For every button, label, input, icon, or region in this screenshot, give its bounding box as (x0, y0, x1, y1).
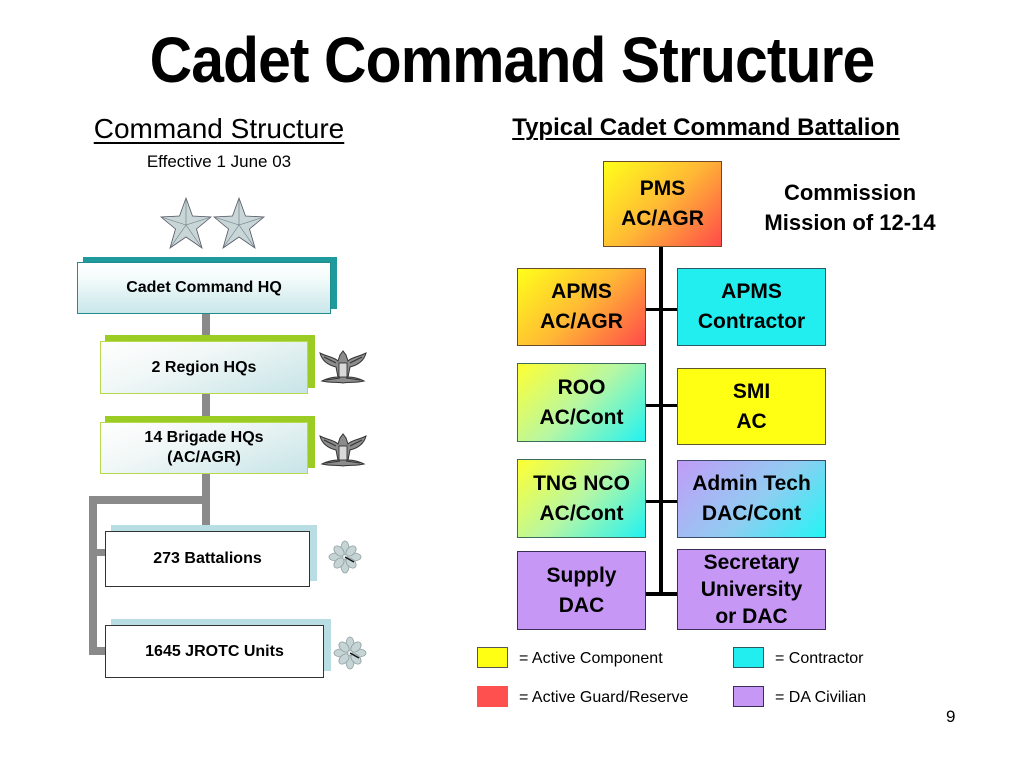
battalion-branch-3 (646, 500, 677, 503)
connector-branch-vertical (89, 496, 97, 655)
secretary-line-1: Secretary (703, 551, 800, 574)
supply-line-1: Supply (546, 563, 617, 587)
two-star-insignia-icon (159, 196, 266, 249)
battalions-label: 273 Battalions (153, 550, 262, 567)
apms-agr-line-1: APMS (551, 280, 612, 303)
cadet-command-hq-box: Cadet Command HQ (77, 262, 331, 314)
slide-title: Cadet Command Structure (149, 24, 876, 96)
apms-agr-box: APMS AC/AGR (517, 268, 646, 346)
jrotc-units-box: 1645 JROTC Units (105, 625, 324, 678)
supply-box: Supply DAC (517, 551, 646, 630)
commission-mission: Commission Mission of 12-14 (740, 178, 960, 238)
page-number: 9 (946, 707, 956, 726)
admin-tech-box: Admin Tech DAC/Cont (677, 460, 826, 538)
colonel-eagle-icon (319, 350, 367, 384)
supply-line-2: DAC (558, 593, 605, 617)
effective-date: Effective 1 June 03 (146, 152, 292, 171)
connector-to-battalions (89, 549, 106, 556)
legend-swatch-active-component (477, 647, 508, 668)
legend-swatch-active-guard-reserve (477, 686, 508, 707)
mission-line-1: Commission (783, 180, 917, 205)
command-structure-heading-text: Command Structure (93, 113, 345, 144)
admin-tech-line-2: DAC/Cont (701, 502, 802, 525)
star-icon (212, 196, 266, 249)
roo-line-1: ROO (557, 375, 606, 399)
connector-to-jrotc (89, 647, 106, 655)
battalion-trunk-line (659, 247, 663, 596)
region-hqs-label: 2 Region HQs (151, 358, 257, 376)
jrotc-units-label: 1645 JROTC Units (145, 642, 284, 660)
smi-box: SMI AC (677, 368, 826, 445)
pms-line-1: PMS (639, 177, 686, 200)
battalion-branch-2 (646, 404, 677, 407)
battalion-branch-1 (646, 308, 677, 311)
legend-label-active-component: = Active Component (519, 650, 663, 667)
battalion-branch-4 (646, 592, 677, 596)
apms-agr-line-2: AC/AGR (540, 310, 623, 333)
star-icon (159, 196, 213, 249)
legend-label-contractor: = Contractor (775, 650, 864, 667)
mission-line-2: Mission of 12-14 (764, 210, 936, 235)
tng-nco-box: TNG NCO AC/Cont (517, 459, 646, 538)
brigade-hqs-label-line-2: (AC/AGR) (167, 449, 241, 466)
secretary-line-3: or DAC (715, 605, 788, 628)
brigade-hqs-box: 14 Brigade HQs (AC/AGR) (100, 422, 308, 474)
smi-line-2: AC (736, 409, 767, 433)
brigade-hqs-label-line-1: 14 Brigade HQs (144, 429, 264, 446)
secretary-box: Secretary University or DAC (677, 549, 826, 630)
pms-box: PMS AC/AGR (603, 161, 722, 247)
apms-contractor-line-2: Contractor (697, 310, 806, 333)
admin-tech-line-1: Admin Tech (692, 472, 811, 495)
apms-contractor-box: APMS Contractor (677, 268, 826, 346)
apms-contractor-line-1: APMS (721, 280, 782, 303)
battalion-heading-text: Typical Cadet Command Battalion (512, 114, 900, 141)
legend-swatch-contractor (733, 647, 764, 668)
smi-line-1: SMI (732, 379, 771, 403)
oak-leaf-icon (328, 540, 362, 574)
colonel-eagle-icon (319, 433, 367, 467)
cadet-command-hq-label: Cadet Command HQ (126, 279, 282, 296)
secretary-line-2: University (700, 578, 803, 601)
legend-label-active-guard-reserve: = Active Guard/Reserve (519, 689, 689, 706)
roo-line-2: AC/Cont (539, 405, 624, 429)
tng-nco-line-1: TNG NCO (533, 471, 630, 495)
tng-nco-line-2: AC/Cont (539, 501, 624, 525)
roo-box: ROO AC/Cont (517, 363, 646, 442)
legend-label-da-civilian: = DA Civilian (775, 689, 867, 706)
battalion-heading: Typical Cadet Command Battalion (466, 113, 946, 143)
region-hqs-box: 2 Region HQs (100, 341, 308, 394)
pms-line-2: AC/AGR (621, 207, 704, 230)
oak-leaf-icon (333, 636, 367, 670)
battalions-box: 273 Battalions (105, 531, 310, 587)
command-structure-heading: Command Structure (56, 112, 382, 146)
legend-swatch-da-civilian (733, 686, 764, 707)
connector-branch-horizontal (89, 496, 210, 504)
